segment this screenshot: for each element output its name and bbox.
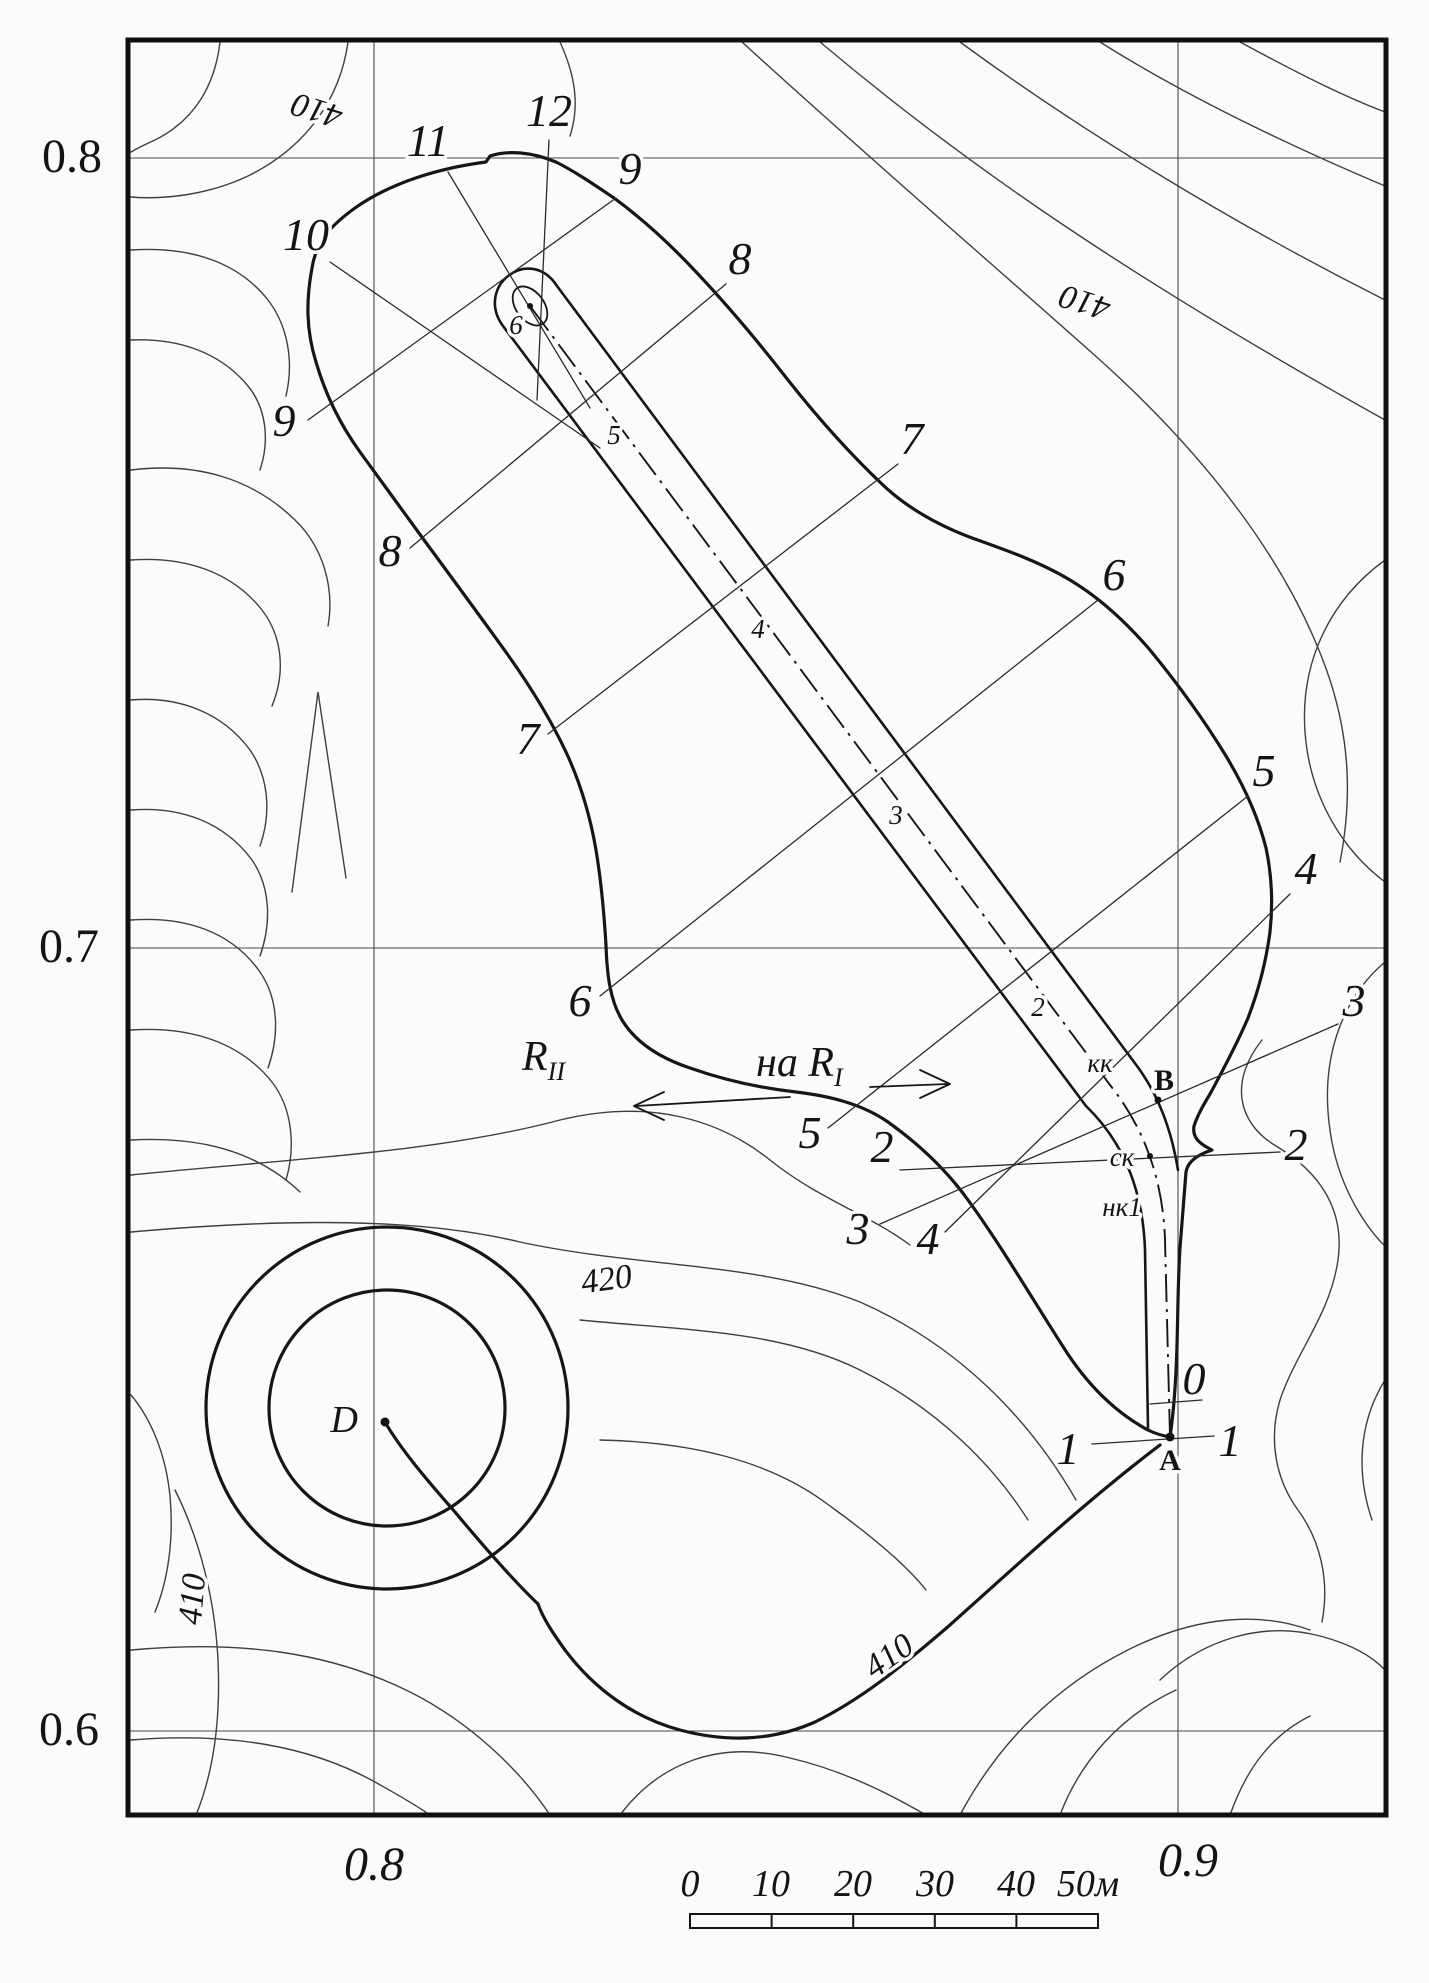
cross-section-lines bbox=[307, 139, 1339, 1445]
river-direction-labels: на RI RII bbox=[518, 1031, 848, 1096]
cross-section-line-4 bbox=[944, 893, 1291, 1233]
section-label-0: 0 bbox=[1183, 1353, 1206, 1404]
label-kk: кк bbox=[1087, 1048, 1113, 1078]
work-zone-boundary bbox=[306, 151, 1274, 1439]
axis-label-bottom-08: 0.8 bbox=[344, 1838, 404, 1891]
section-label-4-left: 4 bbox=[917, 1213, 940, 1264]
curve-mid-dot bbox=[1147, 1153, 1153, 1159]
contour-label-410-bottom: 410 bbox=[857, 1627, 920, 1687]
arrowhead-right-icon bbox=[919, 1069, 951, 1099]
cross-section-line-9 bbox=[307, 197, 617, 421]
section-label-10: 10 bbox=[283, 209, 329, 260]
cross-section-line-0 bbox=[1149, 1399, 1203, 1405]
section-label-5-right: 5 bbox=[1253, 745, 1276, 796]
contour-label-410-top-right: 410 bbox=[1055, 277, 1115, 327]
axis-label-left-08: 0.8 bbox=[42, 130, 102, 183]
contour-elevation-labels: 410 410 420 410 410 bbox=[168, 81, 1118, 1689]
point-B-label: B bbox=[1154, 1064, 1174, 1097]
station-6-dot bbox=[527, 303, 533, 309]
survey-points bbox=[380, 303, 1175, 1442]
section-label-2-right: 2 bbox=[1285, 1119, 1308, 1170]
curve-point-labels: нк1 ск кк bbox=[1084, 1045, 1145, 1226]
scale-bar: 0 10 20 30 40 50м bbox=[681, 1863, 1119, 1929]
section-label-4-right: 4 bbox=[1295, 843, 1318, 894]
cross-section-line-11 bbox=[447, 171, 591, 409]
boundary-curve-from-D bbox=[383, 1420, 540, 1606]
cross-section-numbers: 12 11 10 9 9 8 8 7 7 6 6 5 5 4 4 3 3 2 2… bbox=[269, 82, 1369, 1478]
section-label-3-left: 3 bbox=[846, 1203, 870, 1254]
section-label-8-right: 8 bbox=[729, 233, 752, 284]
section-label-3-right: 3 bbox=[1342, 975, 1366, 1026]
scale-tick-20: 20 bbox=[834, 1863, 872, 1905]
section-label-11: 11 bbox=[407, 115, 450, 166]
contour-label-410-left-bottom: 410 bbox=[172, 1572, 213, 1626]
axis-labels: 0.8 0.7 0.6 0.8 0.9 bbox=[36, 127, 1222, 1895]
cross-section-line-1 bbox=[1091, 1435, 1215, 1445]
section-label-2-left: 2 bbox=[871, 1121, 894, 1172]
cross-section-line-8 bbox=[409, 283, 727, 549]
section-label-8-left: 8 bbox=[379, 525, 402, 576]
point-D-label: D bbox=[330, 1399, 358, 1441]
boundary-bottom-curve bbox=[536, 1443, 1162, 1740]
station-label-4: 4 bbox=[751, 614, 765, 644]
cross-section-line-12 bbox=[536, 139, 550, 401]
scale-tick-30: 30 bbox=[915, 1863, 954, 1905]
direction-arrow-to-R1 bbox=[869, 1069, 951, 1099]
point-A-label: A bbox=[1159, 1444, 1181, 1477]
section-label-6-left: 6 bbox=[569, 975, 592, 1026]
hill-circles-D bbox=[204, 1225, 570, 1591]
label-sk: ск bbox=[1110, 1142, 1135, 1172]
map-frame bbox=[125, 37, 1389, 1818]
scale-tick-10: 10 bbox=[752, 1863, 790, 1905]
point-B-dot bbox=[1154, 1096, 1162, 1104]
point-D-dot bbox=[380, 1417, 390, 1427]
section-label-7-right: 7 bbox=[901, 413, 926, 464]
contour-label-420-center: 420 bbox=[579, 1258, 635, 1302]
label-na-R1: на RI bbox=[756, 1040, 844, 1092]
section-label-9-right: 9 bbox=[619, 143, 642, 194]
cross-section-line-2 bbox=[899, 1151, 1281, 1171]
contour-lines bbox=[130, 41, 1386, 1816]
label-R2: RII bbox=[521, 1034, 566, 1086]
section-label-5-left: 5 bbox=[799, 1107, 822, 1158]
cross-section-line-7 bbox=[547, 463, 899, 735]
scale-tick-40: 40 bbox=[997, 1863, 1035, 1905]
axis-label-left-06: 0.6 bbox=[39, 1703, 99, 1756]
section-label-1-right: 1 bbox=[1219, 1415, 1242, 1466]
direction-arrow-to-R2 bbox=[633, 1091, 791, 1121]
cross-section-line-10 bbox=[329, 261, 601, 449]
centerline-station-numbers: 2 3 4 5 6 bbox=[506, 307, 1049, 1026]
route-corridor bbox=[493, 267, 1180, 1430]
cross-section-line-5 bbox=[827, 795, 1249, 1129]
coordinate-grid bbox=[128, 40, 1386, 1815]
label-nk1: нк1 bbox=[1102, 1192, 1142, 1222]
point-labels: A B D bbox=[326, 1061, 1185, 1481]
scale-tick-50m: 50м bbox=[1057, 1863, 1119, 1905]
arrowhead-left-icon bbox=[633, 1091, 665, 1121]
cross-section-line-6 bbox=[599, 599, 1099, 997]
section-label-12: 12 bbox=[526, 85, 572, 136]
contour-label-410-top-left: 410 bbox=[287, 85, 347, 135]
station-label-2: 2 bbox=[1031, 992, 1045, 1022]
axis-label-left-07: 0.7 bbox=[39, 920, 99, 973]
section-label-1-left: 1 bbox=[1057, 1423, 1080, 1474]
section-label-7-left: 7 bbox=[517, 713, 542, 764]
station-label-3: 3 bbox=[888, 800, 903, 830]
scale-tick-0: 0 bbox=[681, 1863, 700, 1905]
station-label-5: 5 bbox=[607, 420, 621, 450]
station-label-6: 6 bbox=[509, 310, 523, 340]
cross-section-line-3 bbox=[879, 1023, 1339, 1225]
scale-bar-ruler bbox=[689, 1913, 1099, 1929]
point-A-dot bbox=[1165, 1432, 1175, 1442]
section-label-6-right: 6 bbox=[1103, 549, 1126, 600]
section-label-9-left: 9 bbox=[273, 395, 296, 446]
axis-label-bottom-09: 0.9 bbox=[1158, 1834, 1218, 1887]
